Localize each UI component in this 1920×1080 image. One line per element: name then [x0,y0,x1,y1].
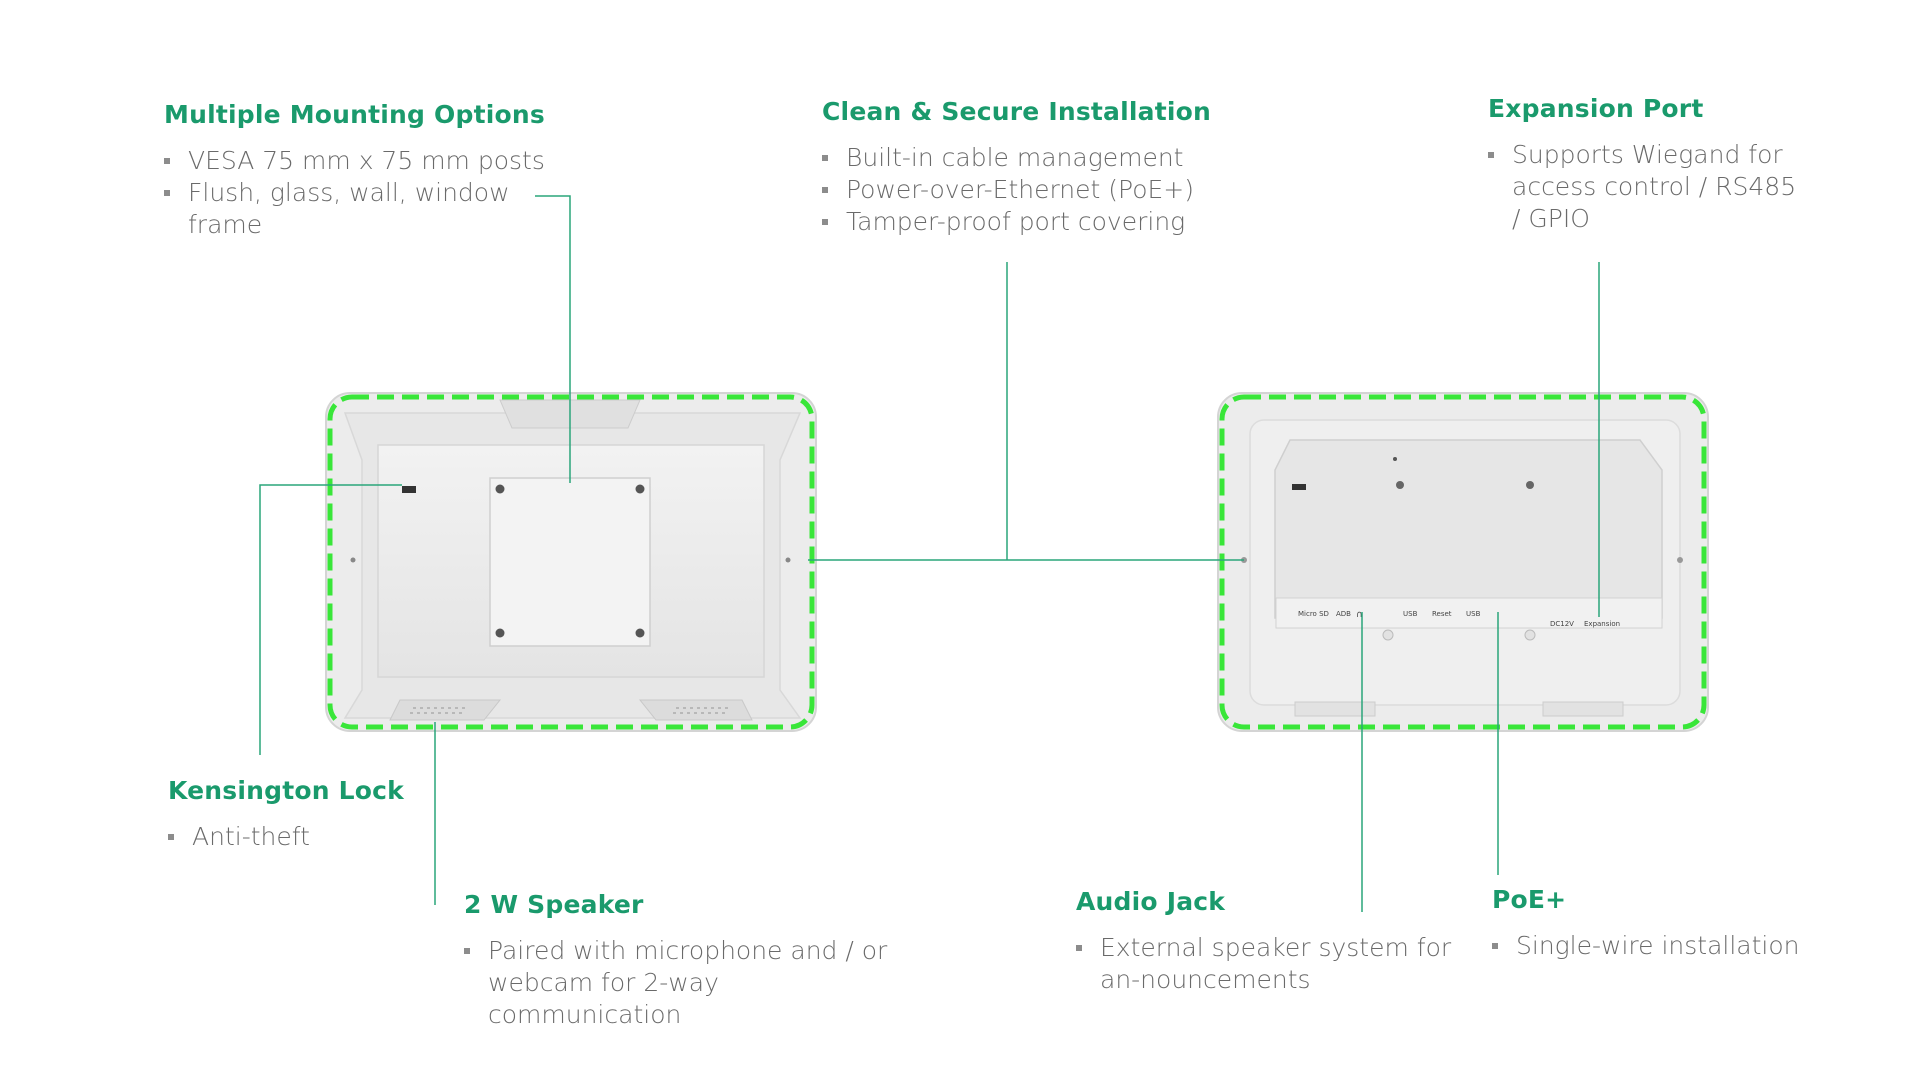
port-label-usb-1: USB [1403,610,1418,618]
callout-title: Expansion Port [1488,94,1704,123]
callout-item: Flush, glass, wall, window frame [164,177,528,241]
port-strip [1275,597,1663,629]
port-label-dc12v: DC12V [1550,620,1574,628]
callout-item: Anti-theft [168,821,468,853]
callout-title: Clean & Secure Installation [822,97,1212,126]
callout-title: Audio Jack [1076,887,1226,916]
port-label-expansion: Expansion [1584,620,1620,628]
callout-list: VESA 75 mm x 75 mm posts Flush, glass, w… [164,145,584,241]
headphone-icon: ∩ [1356,610,1363,620]
callout-expansion: Expansion Port Supports Wiegand for acce… [1488,94,1808,235]
port-label-adb: ADB [1336,610,1351,618]
highlight-outline-left [327,394,815,730]
callout-title: 2 W Speaker [464,890,644,919]
callout-item: VESA 75 mm x 75 mm posts [164,145,584,177]
callout-list: Anti-theft [168,821,468,853]
callout-item: External speaker system for an-nouncemen… [1076,932,1476,996]
port-label-micro-sd: Micro SD [1298,610,1329,618]
callout-title: PoE+ [1492,885,1567,914]
callout-title: Kensington Lock [168,776,405,805]
callout-mounting: Multiple Mounting Options VESA 75 mm x 7… [164,100,584,241]
callout-item: Power-over-Ethernet (PoE+) [822,174,1222,206]
callout-list: Built-in cable management Power-over-Eth… [822,142,1222,238]
port-label-usb-2: USB [1466,610,1481,618]
connector-kensington [259,484,402,755]
callout-audio: Audio Jack External speaker system for a… [1076,887,1476,996]
callout-poe: PoE+ Single-wire installation [1492,885,1832,962]
device-back-right: Micro SD ADB USB Reset USB DC12V Expansi… [1217,392,1709,732]
callout-item: Built-in cable management [822,142,1222,174]
callout-installation: Clean & Secure Installation Built-in cab… [822,97,1222,238]
callout-list: External speaker system for an-nouncemen… [1076,932,1476,996]
callout-list: Single-wire installation [1492,930,1832,962]
callout-item: Supports Wiegand for access control / RS… [1488,139,1802,235]
kensington-slot [402,486,416,493]
speaker-grille-right-device-1 [1294,701,1376,717]
callout-title: Multiple Mounting Options [164,100,545,129]
callout-kensington: Kensington Lock Anti-theft [168,776,468,853]
callout-list: Paired with microphone and / or webcam f… [464,935,904,1031]
callout-item: Single-wire installation [1492,930,1832,962]
speaker-grille-right [638,699,753,721]
port-label-reset: Reset [1432,610,1452,618]
callout-item: Paired with microphone and / or webcam f… [464,935,908,1031]
connector-mounting [535,195,571,483]
speaker-grille-right-device-2 [1542,701,1624,717]
speaker-grille-left [389,699,502,721]
callout-speaker: 2 W Speaker Paired with microphone and /… [464,890,904,1031]
callout-list: Supports Wiegand for access control / RS… [1488,139,1808,235]
device-back-left [325,392,817,732]
vesa-plate [489,477,651,647]
callout-item: Tamper-proof port covering [822,206,1222,238]
highlight-outline-right [1219,394,1707,730]
